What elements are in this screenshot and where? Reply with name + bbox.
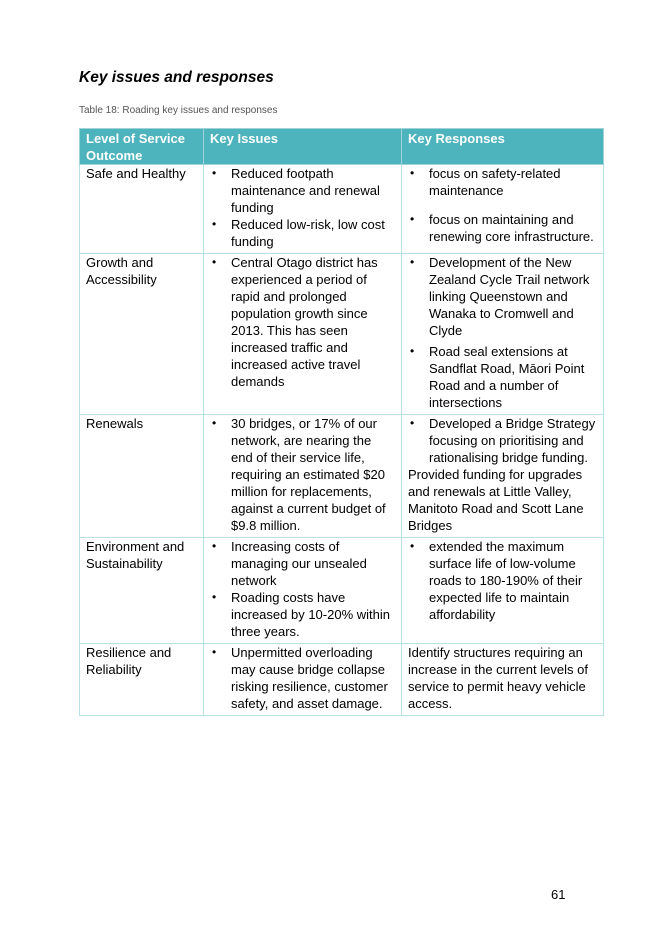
table-caption: Table 18: Roading key issues and respons… [79, 105, 278, 116]
table-row: Resilience and Reliability Unpermitted o… [79, 643, 604, 716]
responses-cell: focus on safety-related maintenance focu… [401, 164, 604, 254]
issue-item: 30 bridges, or 17% of our network, are n… [210, 415, 395, 534]
response-note: Identify structures requiring an increas… [408, 645, 588, 711]
response-item: focus on maintaining and renewing core i… [408, 211, 597, 245]
responses-cell: Development of the New Zealand Cycle Tra… [401, 253, 604, 415]
response-item: Development of the New Zealand Cycle Tra… [408, 254, 597, 339]
issues-cell: Increasing costs of managing our unseale… [203, 537, 402, 644]
key-issues-table: Level of Service Outcome Key Issues Key … [79, 128, 604, 716]
response-item: focus on safety-related maintenance [408, 165, 597, 199]
header-responses: Key Responses [401, 128, 604, 165]
issues-cell: Central Otago district has experienced a… [203, 253, 402, 415]
outcome-cell: Resilience and Reliability [79, 643, 204, 716]
responses-cell: Identify structures requiring an increas… [401, 643, 604, 716]
issue-item: Reduced footpath maintenance and renewal… [210, 165, 395, 216]
outcome-cell: Environment and Sustainability [79, 537, 204, 644]
issue-item: Roading costs have increased by 10-20% w… [210, 589, 395, 640]
response-note: Provided funding for upgrades and renewa… [408, 467, 584, 533]
issue-item: Increasing costs of managing our unseale… [210, 538, 395, 589]
table-header-row: Level of Service Outcome Key Issues Key … [79, 128, 604, 165]
issue-item: Reduced low-risk, low cost funding [210, 216, 395, 250]
response-item: extended the maximum surface life of low… [408, 538, 597, 623]
issue-item: Unpermitted overloading may cause bridge… [210, 644, 395, 712]
page-number: 61 [551, 887, 566, 902]
responses-cell: extended the maximum surface life of low… [401, 537, 604, 644]
table-row: Growth and Accessibility Central Otago d… [79, 253, 604, 415]
response-item: Road seal extensions at Sandflat Road, M… [408, 343, 597, 411]
header-issues: Key Issues [203, 128, 402, 165]
header-outcome: Level of Service Outcome [79, 128, 204, 165]
outcome-cell: Safe and Healthy [79, 164, 204, 254]
responses-cell: Developed a Bridge Strategy focusing on … [401, 414, 604, 538]
table-row: Safe and Healthy Reduced footpath mainte… [79, 164, 604, 254]
table-row: Environment and Sustainability Increasin… [79, 537, 604, 644]
issues-cell: 30 bridges, or 17% of our network, are n… [203, 414, 402, 538]
table-row: Renewals 30 bridges, or 17% of our netwo… [79, 414, 604, 538]
section-heading: Key issues and responses [79, 69, 274, 86]
outcome-cell: Renewals [79, 414, 204, 538]
issues-cell: Reduced footpath maintenance and renewal… [203, 164, 402, 254]
issue-item: Central Otago district has experienced a… [210, 254, 395, 390]
response-item: Developed a Bridge Strategy focusing on … [408, 415, 597, 466]
issues-cell: Unpermitted overloading may cause bridge… [203, 643, 402, 716]
outcome-cell: Growth and Accessibility [79, 253, 204, 415]
